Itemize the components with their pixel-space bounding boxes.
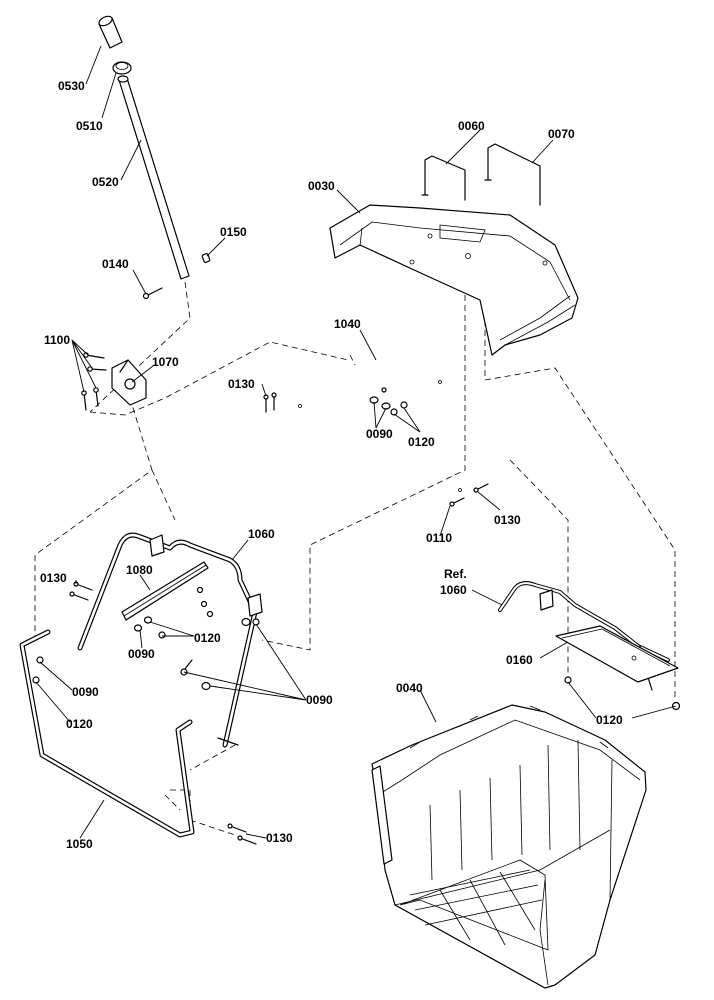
callout-0070: 0070 <box>548 127 575 141</box>
callout-0120-left: 0120 <box>66 717 93 731</box>
callout-0040: 0040 <box>396 681 423 695</box>
nut-0150 <box>201 253 211 263</box>
callout-ref: Ref. <box>444 567 467 581</box>
callout-1060: 1060 <box>248 527 275 541</box>
hook-0060 <box>421 155 466 201</box>
leader-lines <box>35 45 677 839</box>
screws-1100 <box>81 352 107 411</box>
callout-0130-left: 0130 <box>40 571 67 585</box>
grass-bag-0040 <box>371 704 647 989</box>
callout-0030: 0030 <box>308 179 335 193</box>
callout-0510: 0510 <box>76 119 103 133</box>
handle-grip-part <box>98 15 123 49</box>
callout-0090-mid: 0090 <box>128 647 155 661</box>
callout-0090-upper: 0090 <box>366 427 393 441</box>
callout-labels: 0530 0510 0520 0140 0150 0060 0070 0030 … <box>40 79 623 851</box>
callout-1100: 1100 <box>44 333 70 347</box>
callout-1070: 1070 <box>152 355 179 369</box>
callout-0110: 0110 <box>426 531 452 545</box>
callout-0160: 0160 <box>506 653 533 667</box>
nuts-0120-right <box>564 676 681 711</box>
bar-1080 <box>121 561 209 621</box>
washers-0090-mid <box>133 586 260 691</box>
handle-tube-part <box>117 75 190 280</box>
callout-0140: 0140 <box>102 257 129 271</box>
callout-0090-left: 0090 <box>72 685 99 699</box>
callout-0130-upper-left: 0130 <box>228 377 255 391</box>
callout-0530: 0530 <box>58 79 85 93</box>
frame-1060-reference <box>498 581 670 691</box>
callout-0120-mid: 0120 <box>194 631 221 645</box>
callout-0520: 0520 <box>92 175 119 189</box>
callout-0130-lower: 0130 <box>266 831 293 845</box>
bolts-0130-left <box>69 581 93 601</box>
handle-collar-part <box>112 61 132 75</box>
hook-0070 <box>484 143 541 206</box>
front-frame-1050 <box>19 629 195 838</box>
callout-0090-right: 0090 <box>306 693 333 707</box>
washers-0090-upper <box>369 387 408 416</box>
callout-1040: 1040 <box>334 317 361 331</box>
plate-0160 <box>555 625 679 683</box>
callout-0150: 0150 <box>220 225 247 239</box>
callout-0120-right: 0120 <box>596 713 623 727</box>
bolts-0130-lower <box>227 823 257 845</box>
callout-0120-upper: 0120 <box>408 435 435 449</box>
bracket-1070 <box>111 359 147 406</box>
callout-0060: 0060 <box>458 119 485 133</box>
bag-lid-part <box>329 204 579 356</box>
callout-1080: 1080 <box>126 563 153 577</box>
frame-1060 <box>77 532 263 748</box>
callout-1050: 1050 <box>66 837 93 851</box>
bolt-0140 <box>142 287 163 300</box>
callout-0130-upper-right: 0130 <box>494 513 521 527</box>
bolts-0130-upper <box>263 392 489 507</box>
callout-1060-ref: 1060 <box>440 583 467 597</box>
upper-frame-1040 <box>253 361 515 514</box>
